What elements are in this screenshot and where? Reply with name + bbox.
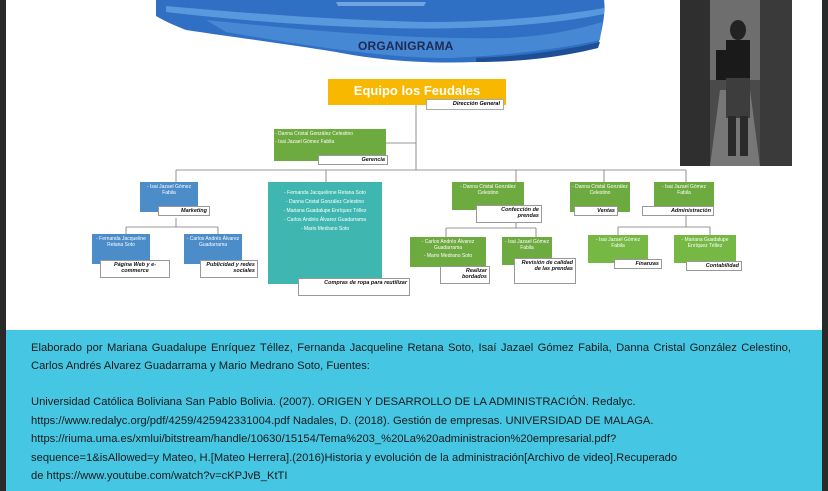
sources-text: Universidad Católica Boliviana San Pablo… — [31, 393, 791, 486]
administracion-label: Administración — [642, 206, 714, 216]
source-line: sequence=1&isAllowed=y Mateo, H.[Mateo H… — [31, 451, 678, 464]
publicidad-member: - Carlos Andrés Álvarez Guadarrama — [186, 236, 240, 248]
woman-walking-photo — [680, 0, 792, 166]
finanzas-box: - Isai Jazael Gómez Fabila — [588, 235, 648, 263]
ventas-member: - Danna Cristal González Celestino — [572, 184, 628, 196]
bordados-box: - Carlos Andrés Álvarez Guadarrama - Mar… — [410, 237, 486, 267]
revision-label: Revisión de calidad de las prendas — [514, 258, 576, 284]
contabilidad-box: - Mariana Guadalupe Enríquez Téllez — [674, 235, 736, 263]
gerencia-member: - Danna Cristal González Celestino — [275, 131, 354, 137]
contabilidad-member: - Mariana Guadalupe Enríquez Téllez — [681, 237, 729, 249]
compras-member: - Danna Cristal González Celestino — [285, 199, 365, 205]
publicidad-box: - Carlos Andrés Álvarez Guadarrama — [184, 234, 242, 264]
web-label: Página Web y e-commerce — [100, 260, 170, 278]
source-line: https://www.redalyc.org/pdf/4259/4259423… — [31, 414, 654, 427]
compras-member: - Mario Medrano Soto — [300, 226, 350, 232]
direccion-general-label: Dirección General — [426, 99, 504, 110]
bordados-label: Realizar bordados — [440, 266, 490, 284]
compras-member: - Carlos Andrés Álvarez Guadarrama — [284, 217, 366, 223]
finanzas-member: - Isai Jazael Gómez Fabila — [595, 237, 641, 249]
footer-panel — [6, 330, 822, 491]
credits-text: Elaborado por Mariana Guadalupe Enríquez… — [31, 342, 791, 372]
bordados-member: - Carlos Andrés Álvarez Guadarrama — [421, 239, 475, 251]
gerencia-member: - Isai Jazael Gómez Fabila — [275, 139, 335, 145]
page-title: ORGANIGRAMA — [358, 39, 454, 53]
confeccion-member: - Danna Cristal González Celestino — [460, 184, 516, 196]
confeccion-label: Confección de prendas — [476, 205, 542, 223]
brush-stroke-banner — [156, 0, 605, 63]
slide: ORGANIGRAMA — [6, 0, 822, 491]
source-line: de https://www.youtube.com/watch?v=cKPJv… — [31, 470, 288, 482]
web-box: - Fernanda Jacqueline Retana Soto — [92, 234, 150, 264]
bordados-member: - Mario Medrano Soto — [423, 253, 473, 259]
source-line: Universidad Católica Boliviana San Pablo… — [31, 396, 636, 408]
gerencia-label: Gerencia — [318, 155, 388, 165]
administracion-member: - Isai Jazael Gómez Fabila — [661, 184, 707, 196]
revision-member: - Isai Jazael Gómez Fabila — [504, 239, 550, 251]
marketing-label: Marketing — [158, 206, 210, 216]
web-member: - Fernanda Jacqueline Retana Soto — [96, 236, 146, 248]
contabilidad-label: Contabilidad — [686, 261, 742, 271]
publicidad-label: Publicidad y redes sociales — [200, 260, 258, 278]
compras-member: - Mariana Guadalupe Enríquez Téllez — [283, 208, 367, 214]
compras-member: - Fernanda Jacquelinne Retana Soto — [284, 190, 366, 196]
finanzas-label: Finanzas — [614, 259, 662, 269]
source-line: https://riuma.uma.es/xmlui/bitstream/han… — [31, 433, 617, 445]
ventas-label: Ventas — [574, 206, 618, 216]
compras-box: - Fernanda Jacquelinne Retana Soto - Dan… — [268, 182, 382, 284]
marketing-member: - Isai Jazael Gómez Fabila — [146, 184, 192, 196]
org-connectors — [125, 105, 711, 237]
compras-label: Compras de ropa para reutilizar — [298, 278, 410, 296]
